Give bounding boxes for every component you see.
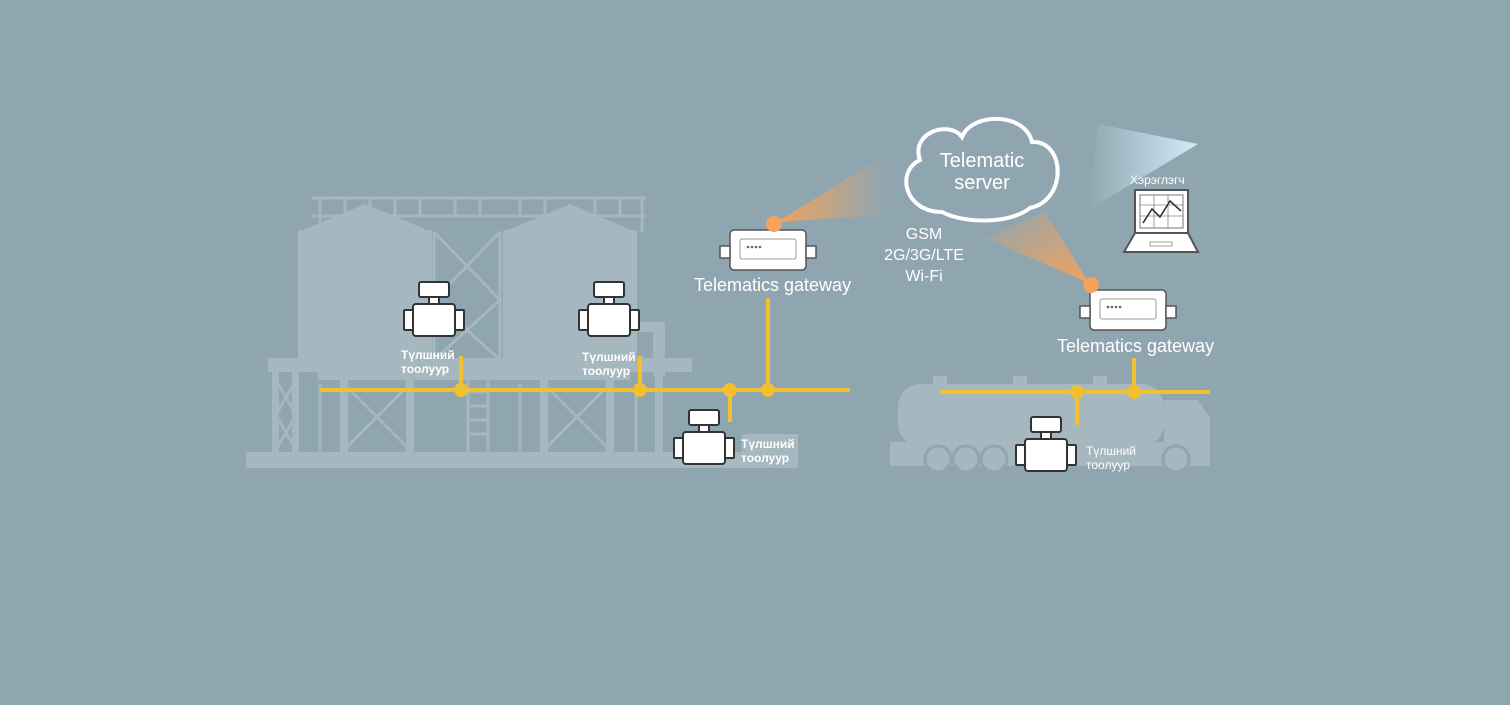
meter-label-4-line-1: Түлшний [1086, 444, 1136, 458]
gateway-label-2: Telematics gateway [1057, 336, 1215, 356]
gateway-icon [1079, 289, 1177, 331]
meter-label-1-line-2: тоолуур [401, 362, 450, 376]
network-label-wifi: Wi-Fi [905, 268, 943, 285]
cloud-label-line-2: server [954, 172, 1010, 194]
meter-label-4: Түлшний тоолуур [1086, 444, 1136, 472]
gateway-icon [719, 229, 817, 271]
cloud-label-line-1: Telematic [939, 150, 1025, 172]
meter-label-2-line-1: Түлшний [582, 350, 636, 364]
gateway-label-1: Telematics gateway [694, 275, 852, 295]
meter-label-3-line-1: Түлшний [741, 437, 795, 451]
flow-meter-icon [673, 409, 735, 465]
antenna-icon [766, 216, 782, 232]
user-label: Хэрэглэгч [1130, 173, 1185, 187]
meter-label-3: Түлшний тоолуур [741, 437, 795, 465]
signal-beam-gateway-2 [985, 212, 1089, 283]
meter-label-1: Түлшний тоолуур [401, 348, 455, 376]
antenna-icon [1083, 277, 1099, 293]
signal-beam-gateway-1 [777, 155, 885, 222]
meter-label-3-line-2: тоолуур [741, 451, 790, 465]
plant-structure-lines [274, 196, 646, 452]
network-label-cellular: 2G/3G/LTE [884, 247, 964, 264]
meter-label-4-line-2: тоолуур [1086, 458, 1130, 472]
plant-silhouette [246, 204, 798, 468]
meter-label-2: Түлшний тоолуур [582, 350, 636, 378]
signal-beam-user [1088, 124, 1198, 210]
network-label: GSM 2G/3G/LTE Wi-Fi [869, 224, 979, 287]
cloud-icon [904, 116, 1060, 223]
bus-junctions [454, 383, 1141, 399]
laptop-icon [1122, 189, 1200, 253]
cloud-label: Telematic server [912, 150, 1052, 194]
tanker-truck-silhouette [890, 376, 1210, 474]
network-label-gsm: GSM [905, 226, 943, 243]
meter-label-1-line-1: Түлшний [401, 348, 455, 362]
meter-label-2-line-2: тоолуур [582, 364, 631, 378]
